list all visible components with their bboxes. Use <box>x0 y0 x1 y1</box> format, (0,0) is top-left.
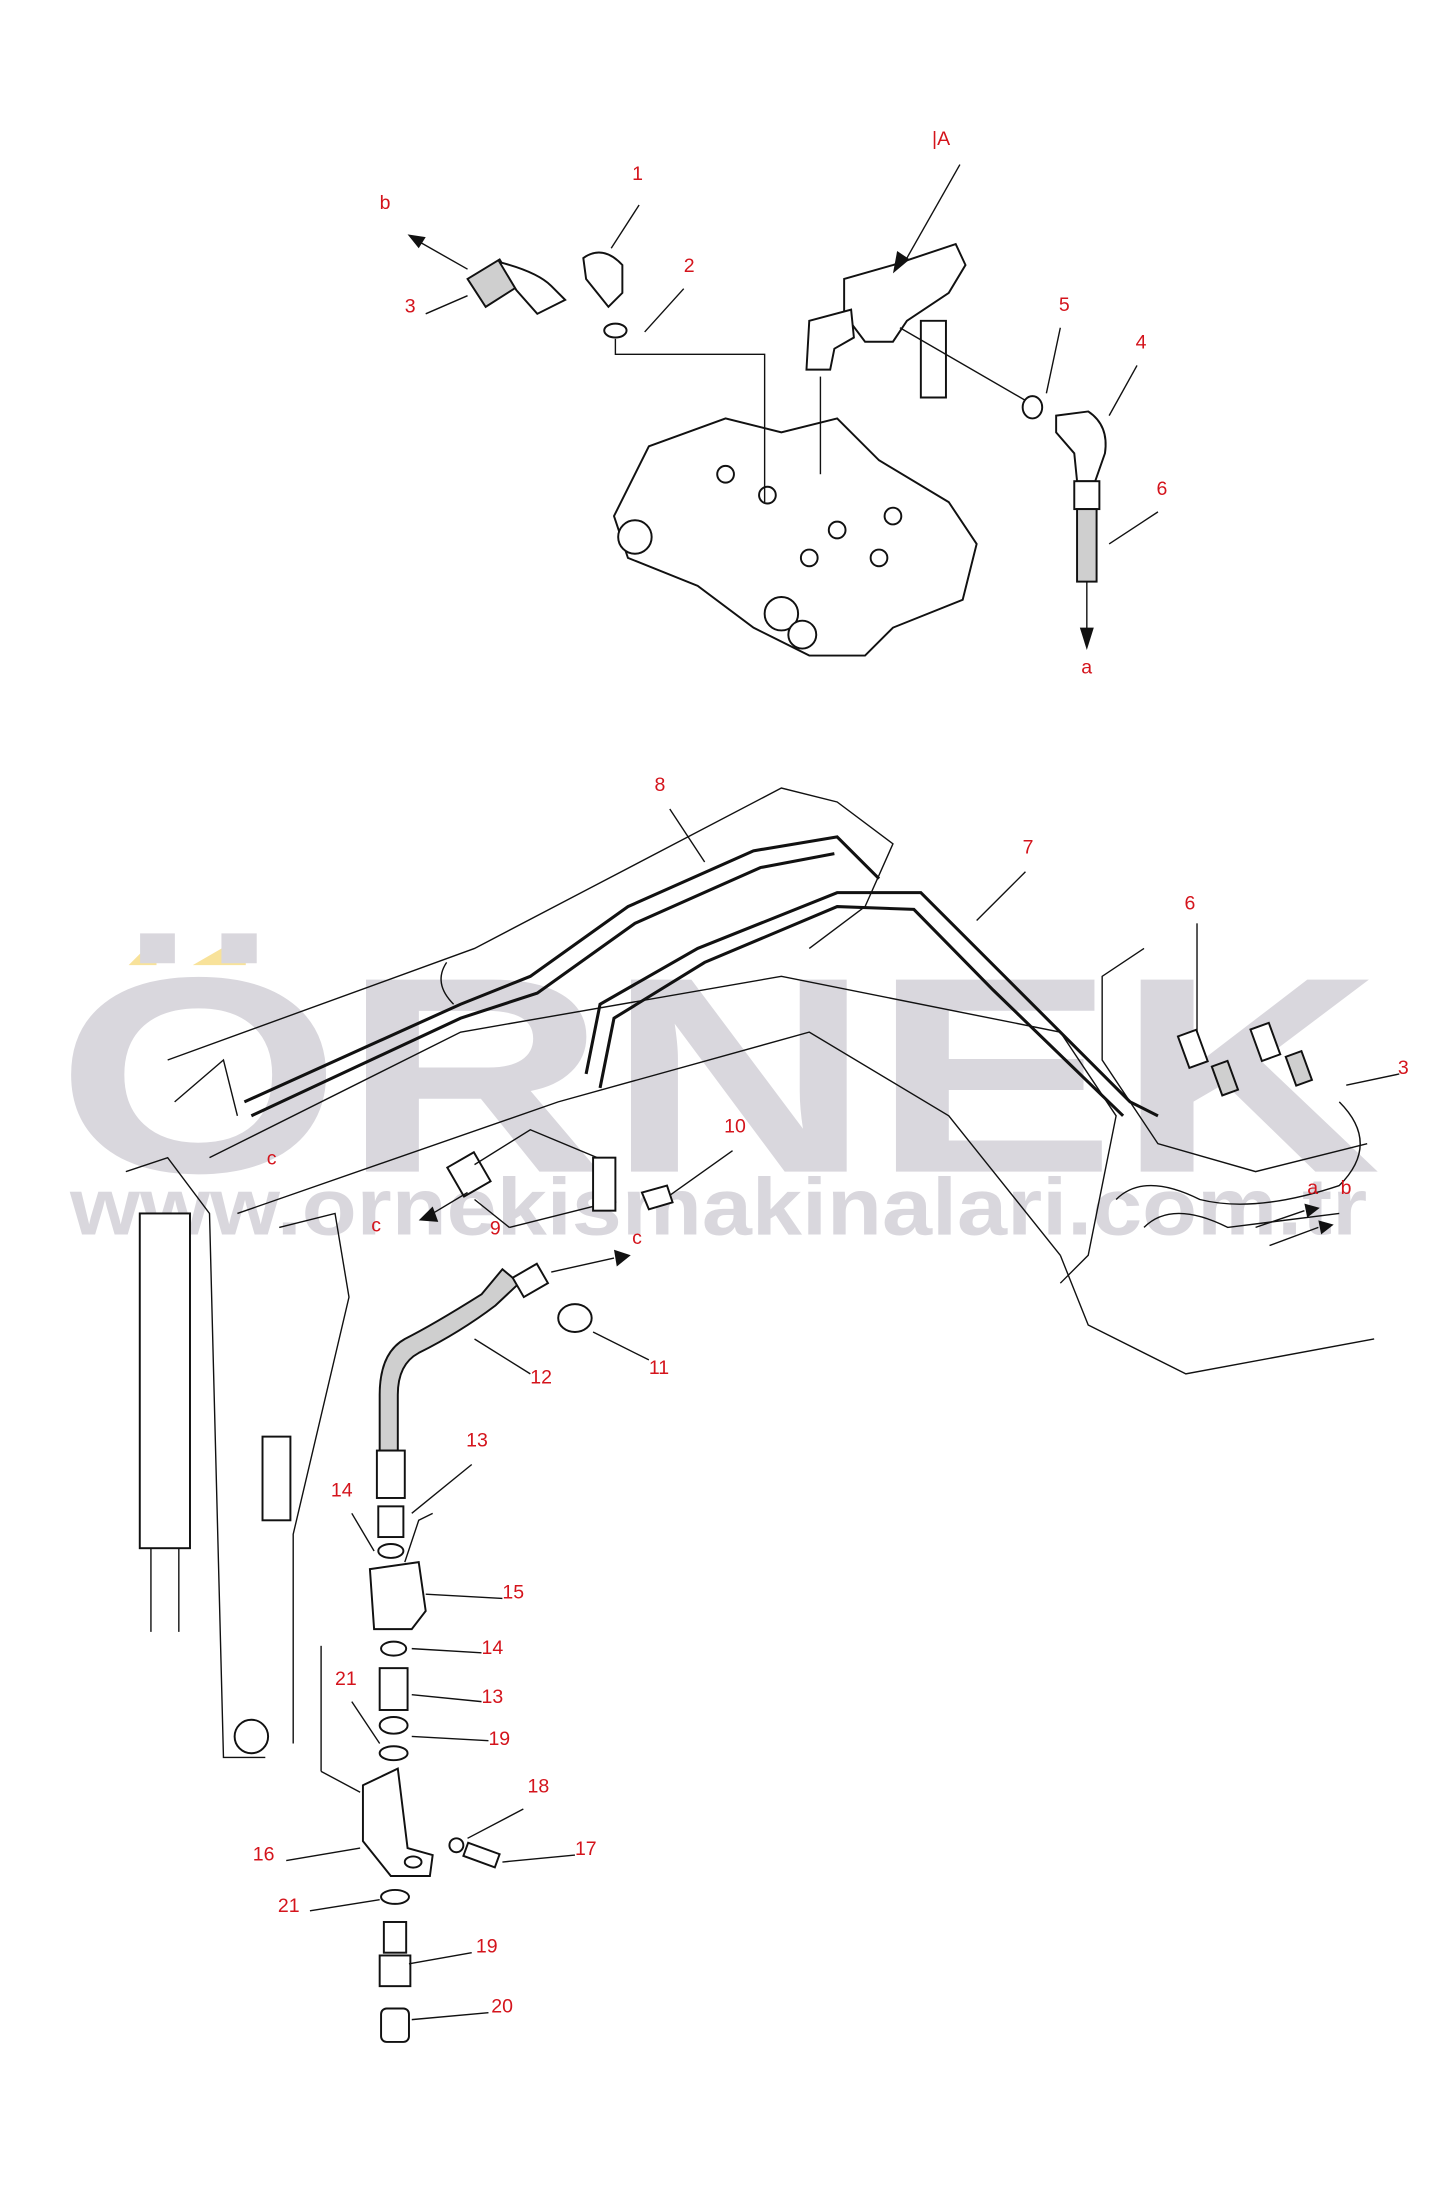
arrow-a-label: a <box>1081 657 1092 679</box>
part-14-label-2: 14 <box>481 1637 503 1659</box>
part-21-label-2: 21 <box>278 1895 300 1917</box>
part-7-label: 7 <box>1023 837 1034 859</box>
control-valve-assembly <box>407 164 1159 657</box>
part-11-label: 11 <box>649 1357 669 1379</box>
watermark-accent-right <box>192 934 246 966</box>
part-20-label: 20 <box>491 1996 513 2018</box>
watermark-brand: ÖRNEK <box>56 920 1381 1232</box>
part-13-label-2: 13 <box>481 1686 503 1708</box>
part-19-label-2: 19 <box>476 1936 498 1958</box>
part-labels: |A 1 b 2 3 5 4 6 a 8 7 6 3 10 c c 9 a b … <box>253 128 1409 2018</box>
part-8-label: 8 <box>654 774 665 796</box>
part-12-label: 12 <box>530 1367 552 1389</box>
part-17-label: 17 <box>575 1838 597 1860</box>
part-9-label: 9 <box>490 1217 501 1239</box>
part-19-label: 19 <box>488 1728 510 1750</box>
part-3-label-lower: 3 <box>1398 1057 1409 1079</box>
watermark: ÖRNEK www.ornekismakinalari.com.tr <box>56 920 1381 1253</box>
arrow-c-label-1: c <box>267 1148 277 1170</box>
watermark-url: www.ornekismakinalari.com.tr <box>69 1162 1367 1252</box>
part-14-label: 14 <box>331 1480 353 1502</box>
part-13-label: 13 <box>466 1429 488 1451</box>
part-2-label: 2 <box>684 255 695 277</box>
part-16-label: 16 <box>253 1844 275 1866</box>
view-a-label: |A <box>932 128 950 150</box>
part-1-label: 1 <box>632 163 643 185</box>
part-10-label: 10 <box>724 1116 746 1138</box>
arrow-c-label-3: c <box>632 1227 642 1249</box>
part-18-label: 18 <box>528 1775 550 1797</box>
arrow-b-label: b <box>380 192 391 214</box>
part-5-label: 5 <box>1059 294 1070 316</box>
arrow-b-label-lower: b <box>1341 1177 1352 1199</box>
boom-assembly <box>125 787 1400 2043</box>
part-21-label: 21 <box>335 1668 357 1690</box>
arrow-a-label-lower: a <box>1307 1177 1318 1199</box>
arrow-c-label-2: c <box>371 1215 381 1237</box>
part-3-label: 3 <box>405 295 416 317</box>
part-4-label: 4 <box>1136 332 1147 354</box>
part-15-label: 15 <box>502 1581 524 1603</box>
part-6-label-lower: 6 <box>1184 892 1195 914</box>
part-6-label: 6 <box>1157 478 1168 500</box>
